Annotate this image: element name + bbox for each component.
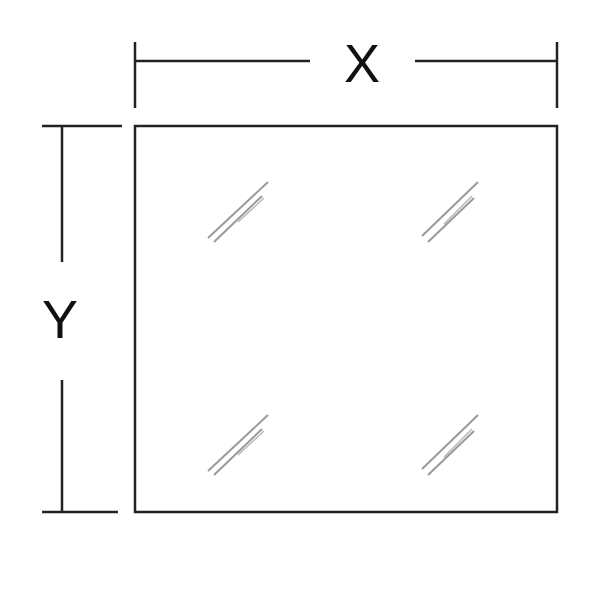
glare-mark-bottom-left (207, 414, 269, 476)
width-label: X (344, 34, 380, 94)
width-dimension: X (133, 34, 559, 108)
height-dimension: Y (42, 124, 122, 514)
glare-mark-top-right (421, 181, 479, 243)
height-label: Y (42, 290, 78, 350)
glare-mark-bottom-right (421, 414, 479, 476)
glare-mark-top-left (207, 181, 269, 243)
glass-panel (133, 124, 559, 514)
